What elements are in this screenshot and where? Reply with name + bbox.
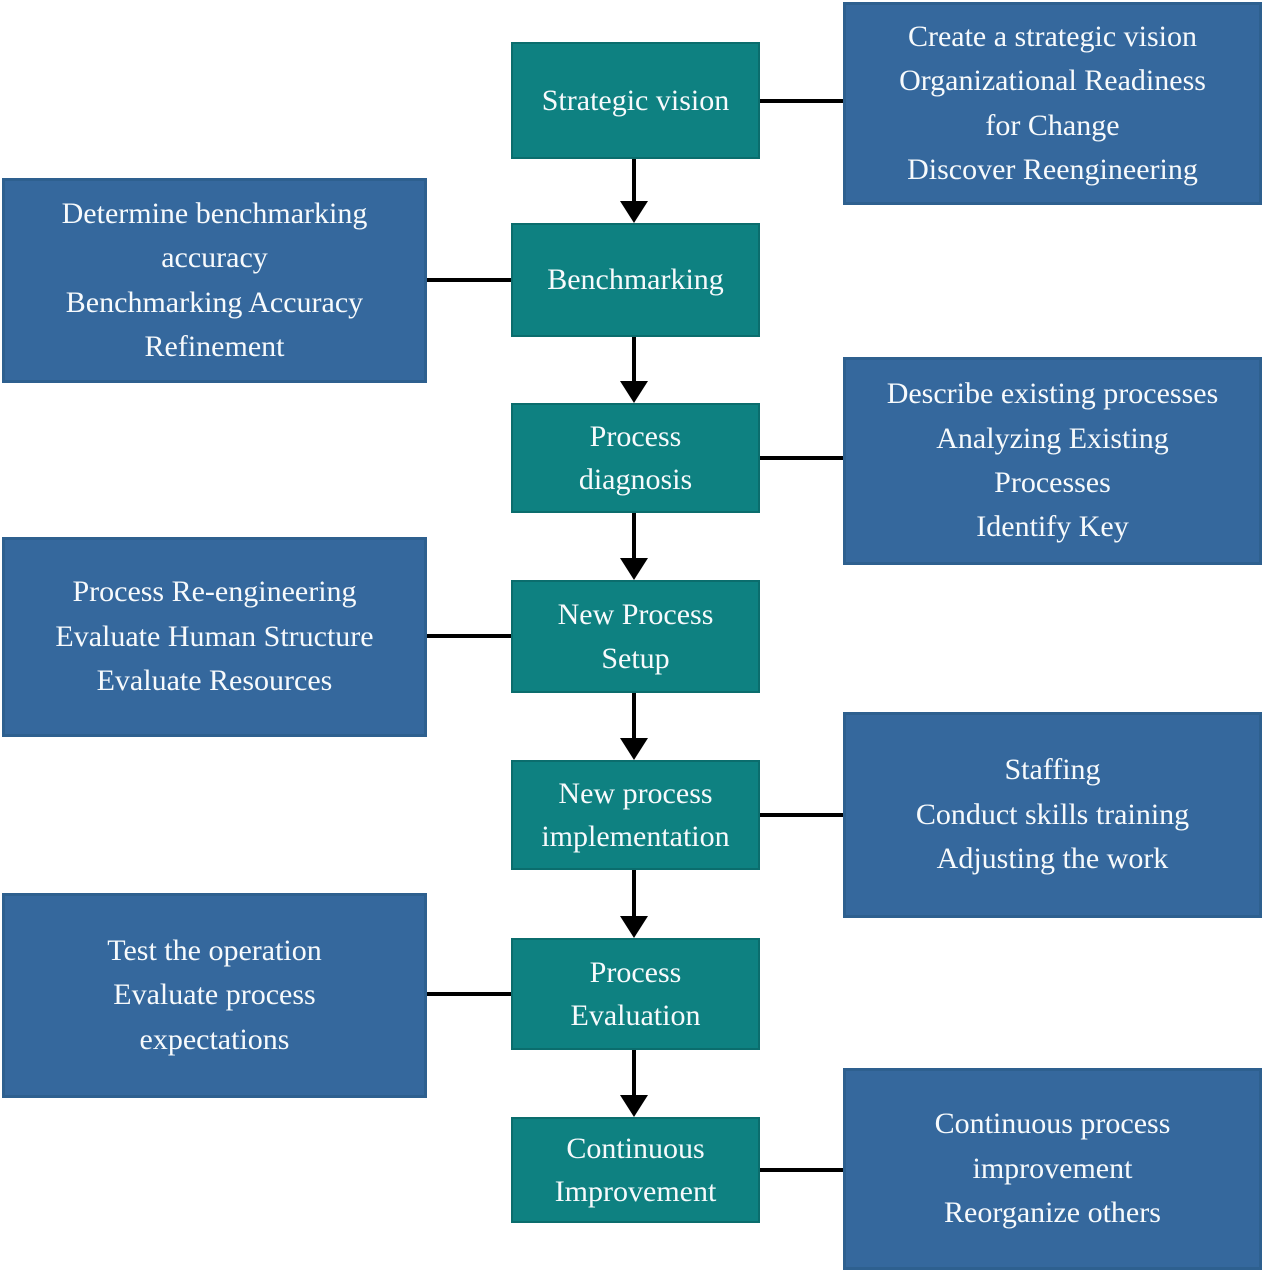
detail-new-process-implementation-text: Staffing Conduct skills training Adjusti… — [915, 753, 1190, 876]
connector-strategic-vision-detail — [760, 99, 843, 103]
stage-new-process-setup: New Process Setup — [511, 580, 760, 693]
stage-process-diagnosis: Process diagnosis — [511, 403, 760, 513]
arrow-shaft-2 — [632, 337, 636, 383]
arrow-head-new-process-setup-to-implementation — [620, 738, 648, 760]
detail-process-evaluation-text: Test the operation Evaluate process expe… — [107, 933, 322, 1056]
connector-process-diagnosis-detail — [760, 456, 843, 460]
detail-continuous-improvement: Continuous process improvement Reorganiz… — [843, 1068, 1262, 1270]
detail-benchmarking-text: Determine benchmarking accuracy Benchmar… — [61, 196, 368, 363]
connector-process-evaluation-detail — [427, 992, 511, 996]
detail-process-diagnosis: Describe existing processes Analyzing Ex… — [843, 357, 1262, 565]
stage-continuous-improvement: Continuous Improvement — [511, 1117, 760, 1223]
connector-continuous-improvement-detail — [760, 1168, 843, 1172]
detail-process-evaluation: Test the operation Evaluate process expe… — [2, 893, 427, 1098]
arrow-head-process-diagnosis-to-new-process-setup — [620, 558, 648, 580]
arrow-shaft-1 — [632, 159, 636, 203]
stage-process-evaluation: Process Evaluation — [511, 938, 760, 1050]
connector-benchmarking-detail — [427, 278, 511, 282]
stage-benchmarking: Benchmarking — [511, 223, 760, 337]
stage-continuous-improvement-label: Continuous Improvement — [554, 1131, 717, 1209]
connector-new-process-implementation-detail — [760, 813, 843, 817]
arrow-shaft-3 — [632, 513, 636, 560]
stage-process-evaluation-label: Process Evaluation — [570, 955, 701, 1033]
arrow-shaft-4 — [632, 693, 636, 740]
stage-benchmarking-label: Benchmarking — [547, 263, 724, 297]
detail-process-diagnosis-text: Describe existing processes Analyzing Ex… — [886, 377, 1219, 544]
arrow-head-implementation-to-process-evaluation — [620, 916, 648, 938]
detail-strategic-vision-text: Create a strategic vision Organizational… — [899, 19, 1206, 186]
detail-new-process-implementation: Staffing Conduct skills training Adjusti… — [843, 712, 1262, 918]
arrow-shaft-6 — [632, 1050, 636, 1097]
stage-strategic-vision-label: Strategic vision — [541, 83, 730, 117]
detail-continuous-improvement-text: Continuous process improvement Reorganiz… — [934, 1107, 1171, 1230]
stage-new-process-implementation: New process implementation — [511, 760, 760, 870]
connector-new-process-setup-detail — [427, 634, 511, 638]
stage-process-diagnosis-label: Process diagnosis — [578, 419, 693, 497]
stage-new-process-setup-label: New Process Setup — [557, 598, 714, 675]
detail-strategic-vision: Create a strategic vision Organizational… — [843, 2, 1262, 205]
arrow-shaft-5 — [632, 870, 636, 918]
detail-new-process-setup: Process Re-engineering Evaluate Human St… — [2, 537, 427, 737]
arrow-head-benchmarking-to-process-diagnosis — [620, 381, 648, 403]
detail-benchmarking: Determine benchmarking accuracy Benchmar… — [2, 178, 427, 383]
arrow-head-process-evaluation-to-continuous-improvement — [620, 1095, 648, 1117]
stage-strategic-vision: Strategic vision — [511, 42, 760, 159]
arrow-head-strategic-vision-to-benchmarking — [620, 201, 648, 223]
detail-new-process-setup-text: Process Re-engineering Evaluate Human St… — [55, 575, 374, 698]
stage-new-process-implementation-label: New process implementation — [541, 776, 730, 854]
